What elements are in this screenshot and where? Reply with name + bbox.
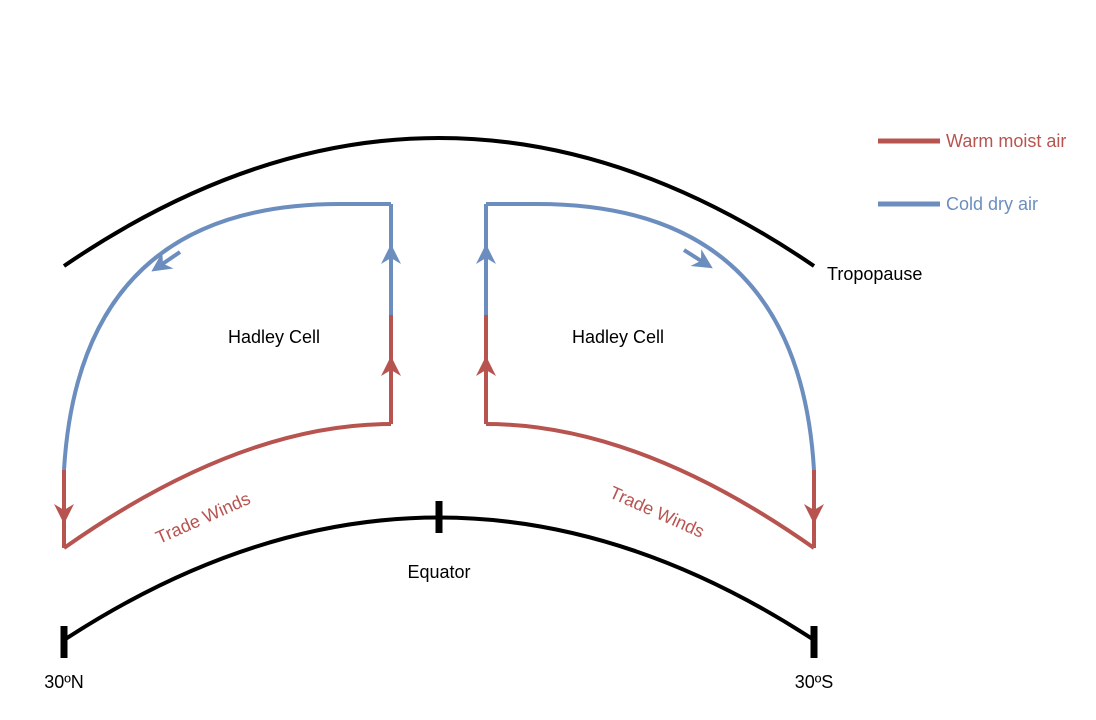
- equator-label: Equator: [407, 562, 470, 582]
- trade-winds-left-label: Trade Winds: [153, 488, 254, 548]
- legend: Warm moist air Cold dry air: [878, 131, 1066, 214]
- legend-cold-label: Cold dry air: [946, 194, 1038, 214]
- hadley-cell-right-label: Hadley Cell: [572, 327, 664, 347]
- latitude-30s-label: 30ºS: [795, 672, 834, 692]
- right-cold-upper-arrow: [682, 248, 713, 269]
- right-cold-upper-flow: [486, 202, 816, 471]
- right-trade-wind-flow: [485, 422, 816, 550]
- hadley-cell-left-label: Hadley Cell: [228, 327, 320, 347]
- trade-winds-right-label: Trade Winds: [607, 482, 708, 542]
- tropopause-label: Tropopause: [827, 264, 922, 284]
- left-cold-upper-arrow: [151, 250, 182, 272]
- left-cold-upper-flow: [62, 202, 391, 471]
- tropopause-arc: [62, 136, 816, 268]
- latitude-30n-label: 30ºN: [44, 672, 84, 692]
- left-trade-wind-flow: [62, 422, 392, 550]
- legend-warm-label: Warm moist air: [946, 131, 1066, 151]
